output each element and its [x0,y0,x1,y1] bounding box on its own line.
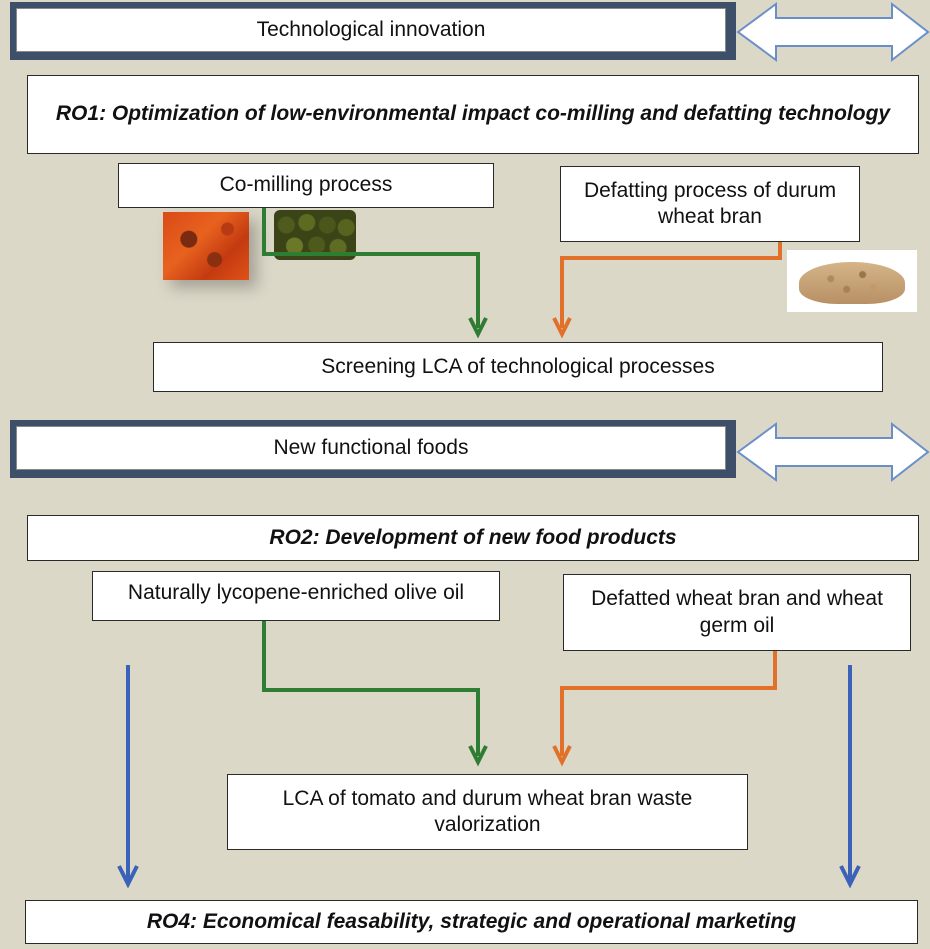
ro2-box: RO2: Development of new food products [27,515,919,561]
orange-connector-bottom [560,651,777,756]
defatted-label: Defatted wheat bran and wheat germ oil [591,587,883,637]
green-connector-bottom [262,621,480,756]
tech-header: Technological innovation [16,8,726,52]
olives-photo [274,210,356,260]
blue-arrowhead-right [839,865,861,889]
lycopene-box: Naturally lycopene-enriched olive oil [92,571,500,621]
foods-header-label: New functional foods [273,435,469,459]
blue-arrowhead-left [117,865,139,889]
green-connector-top [262,208,480,328]
co-milling-label: Co-milling process [219,173,393,197]
screening-label: Screening LCA of technological processes [321,354,715,378]
lca-waste-box: LCA of tomato and durum wheat bran waste… [227,774,748,850]
tomato-photo [163,212,249,280]
screening-box: Screening LCA of technological processes [153,342,883,392]
orange-arrowhead-bottom [552,745,572,767]
foods-header: New functional foods [16,426,726,470]
tech-header-label: Technological innovation [256,17,486,41]
co-milling-box: Co-milling process [118,163,494,208]
double-arrow-icon [736,1,930,63]
orange-connector-top [560,242,782,328]
ro4-label: RO4: Economical feasability, strategic a… [146,909,797,933]
defatted-box: Defatted wheat bran and wheat germ oil [563,574,911,651]
ro2-label: RO2: Development of new food products [269,525,677,549]
ro1-box: RO1: Optimization of low-environmental i… [27,75,919,154]
defatting-label: Defatting process of durum wheat bran [583,178,837,228]
lycopene-label: Naturally lycopene-enriched olive oil [127,581,465,604]
green-arrowhead-bottom [468,745,488,767]
ro1-label: RO1: Optimization of low-environmental i… [55,102,891,126]
wheat-bran-photo [787,250,917,312]
lca-waste-label: LCA of tomato and durum wheat bran waste… [282,786,693,836]
defatting-box: Defatting process of durum wheat bran [560,166,860,242]
green-arrowhead-top [468,317,488,339]
orange-arrowhead-top [552,317,572,339]
ro4-box: RO4: Economical feasability, strategic a… [25,900,918,944]
double-arrow-icon [736,421,930,483]
